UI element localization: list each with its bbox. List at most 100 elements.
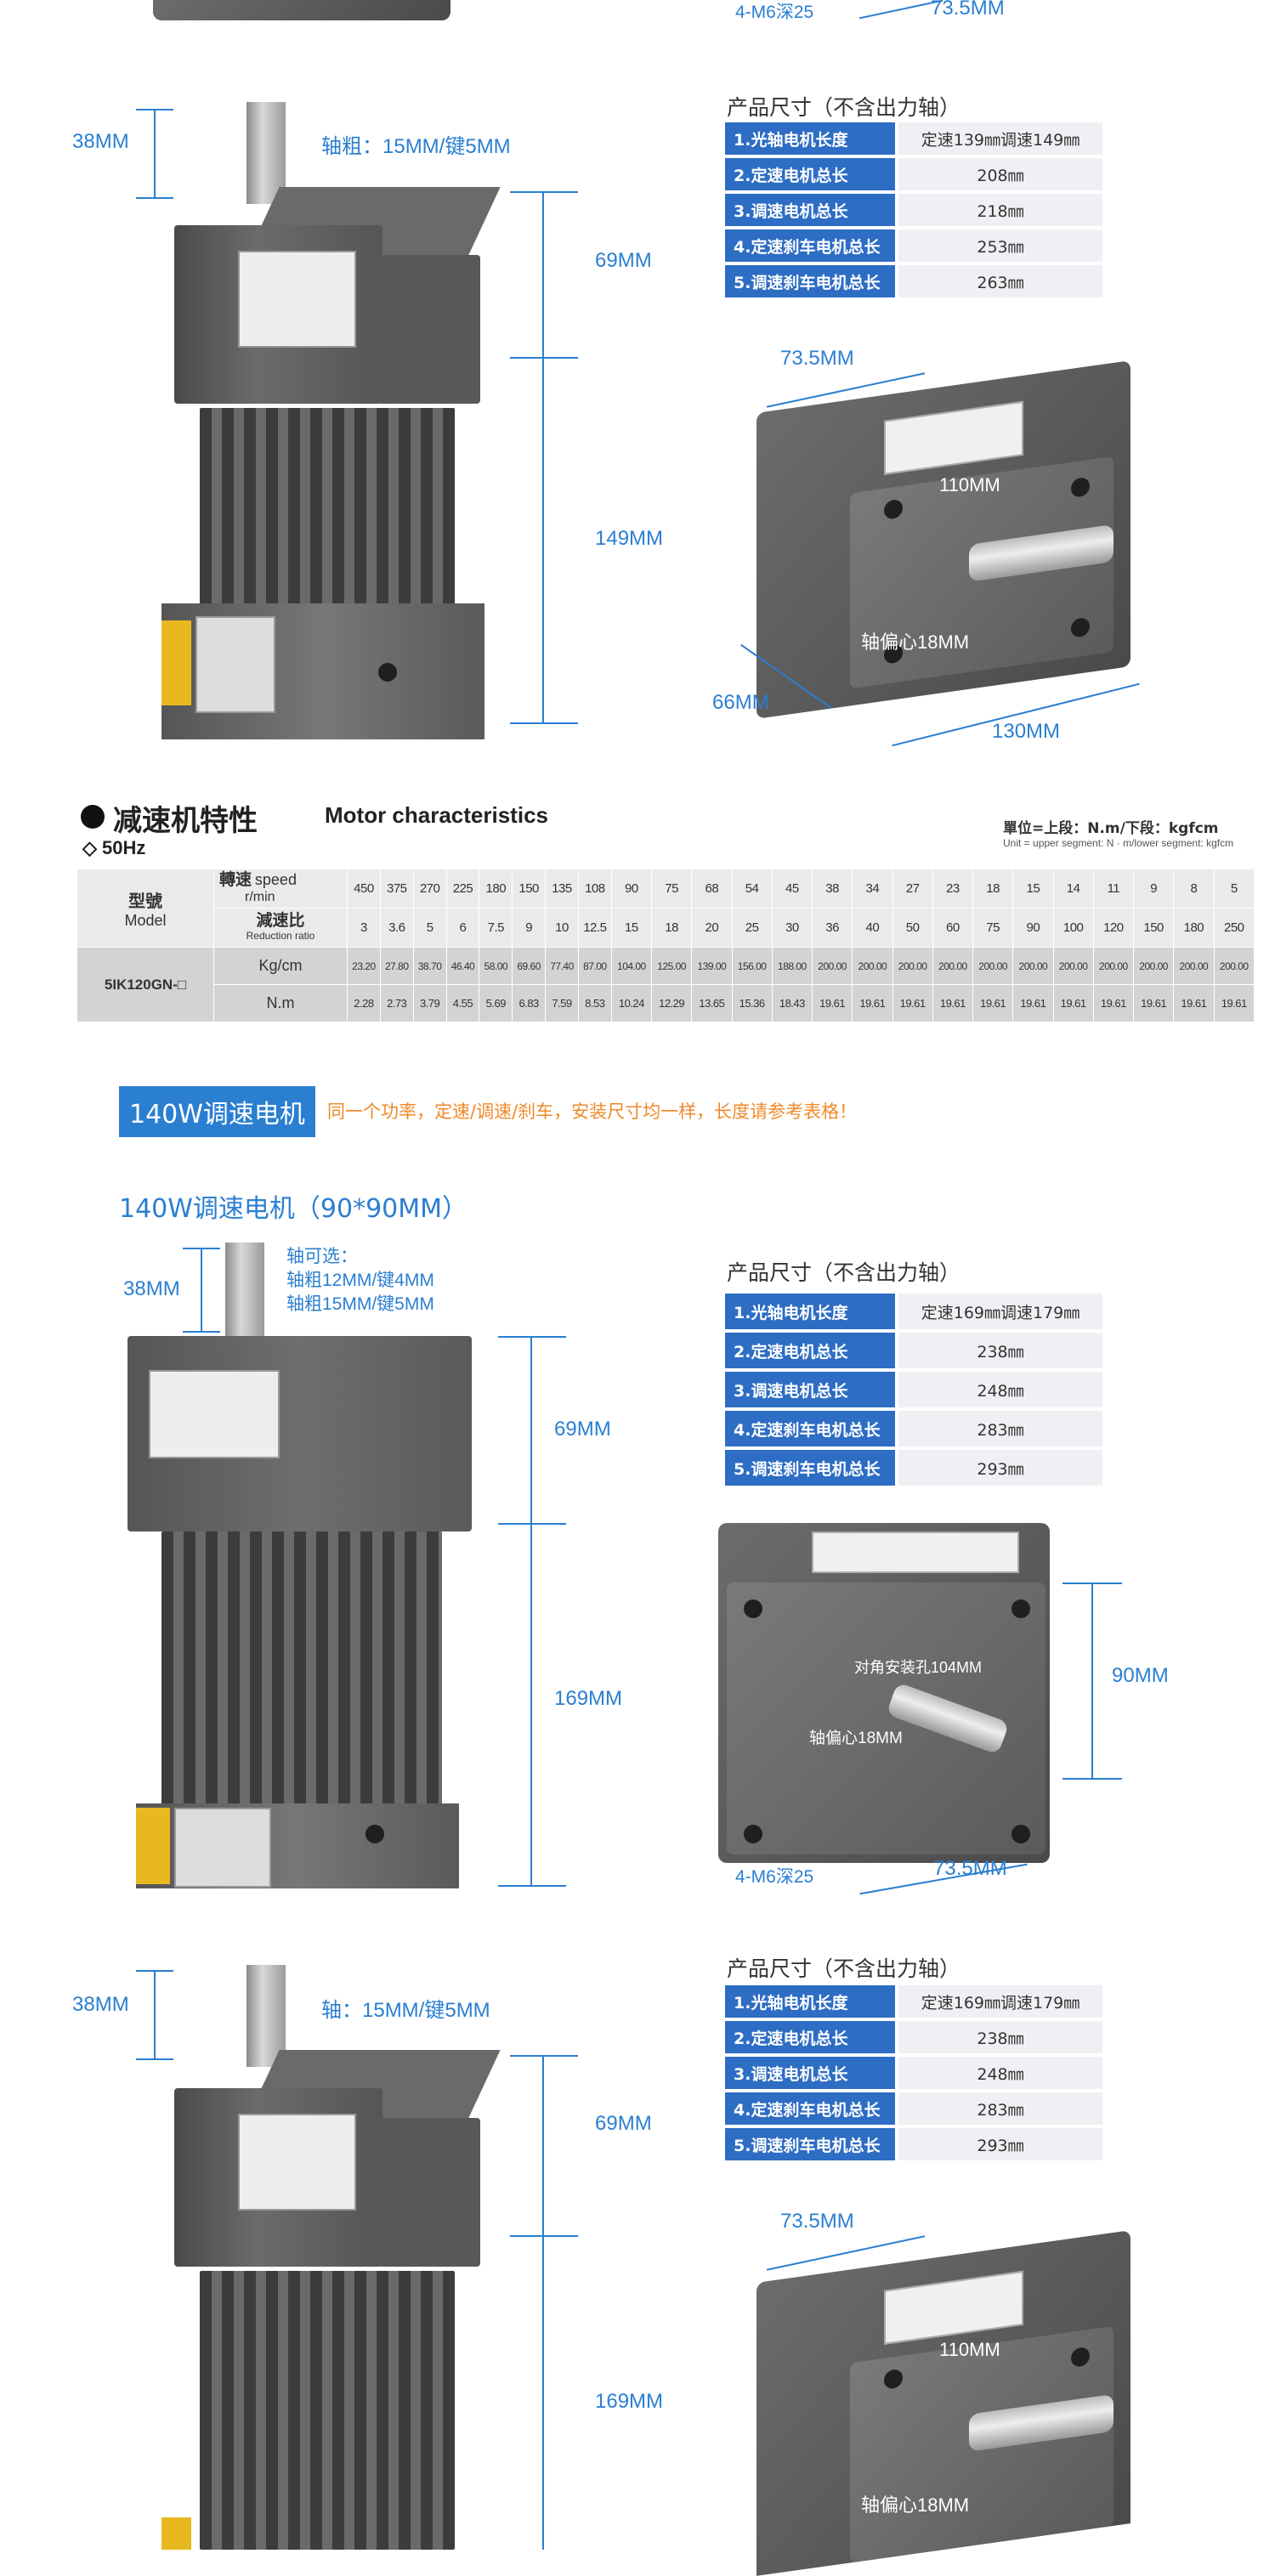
gearhead-side — [378, 255, 480, 404]
spec-key: 4.定速刹车电机总长 — [725, 1411, 895, 1447]
nm-cell: 8.53 — [577, 984, 612, 1022]
spec-value: 283㎜ — [895, 2092, 1102, 2125]
motor-fragment-top — [153, 0, 450, 20]
gearhead-label — [149, 1370, 280, 1458]
spec-value: 248㎜ — [895, 1372, 1102, 1407]
spec-key: 1.光轴电机长度 — [725, 1294, 895, 1329]
char-title-en: Motor characteristics — [325, 802, 548, 828]
ratio-cell: 30 — [771, 908, 813, 948]
ratio-cell: 15 — [610, 908, 653, 948]
spec-key: 5.调速刹车电机总长 — [725, 2128, 895, 2160]
section-badge: 140W调速电机 — [119, 1086, 315, 1137]
ratio-cell: 90 — [1012, 908, 1054, 948]
mount-hole — [744, 1599, 762, 1618]
nm-cell: 19.61 — [852, 984, 893, 1022]
nm-cell: 19.61 — [1213, 984, 1255, 1022]
ratio-cell: 3.6 — [379, 908, 414, 948]
spec-title: 产品尺寸（不含出力轴） — [727, 1956, 961, 1981]
dim-motor-height: 169MM — [554, 1687, 623, 1710]
spec-value: 218㎜ — [895, 194, 1102, 226]
spec-value: 253㎜ — [895, 229, 1102, 262]
dim-tick — [136, 197, 173, 199]
speed-cell: 54 — [731, 869, 773, 909]
unit-sub: Unit = upper segment: N · m/lower segmen… — [1003, 837, 1234, 849]
kgcm-cell: 200.00 — [1173, 947, 1215, 985]
speed-cell: 90 — [610, 869, 653, 909]
dim-tick — [510, 2055, 578, 2057]
ratio-cell: 250 — [1213, 908, 1255, 948]
kgcm-cell: 200.00 — [932, 947, 974, 985]
spec-key: 4.定速刹车电机总长 — [725, 229, 895, 262]
ratio-cell: 40 — [852, 908, 893, 948]
ratio-cell: 120 — [1092, 908, 1135, 948]
kgcm-cell: 200.00 — [1012, 947, 1054, 985]
spec-key: 2.定速电机总长 — [725, 1333, 895, 1368]
speed-label-cn: 轉速 — [219, 871, 252, 890]
speed-cell: 11 — [1092, 869, 1135, 909]
speed-unit: r/min — [245, 890, 275, 905]
motor-nameplate — [162, 620, 191, 705]
ratio-cell: 100 — [1052, 908, 1094, 948]
dim-diag-holes: 对角安装孔104MM — [854, 1659, 983, 1676]
dim-gear-height: 69MM — [595, 249, 652, 272]
spec-value: 263㎜ — [895, 265, 1102, 297]
speed-cell: 135 — [545, 869, 579, 909]
dim-tick — [1062, 1778, 1122, 1780]
gearhead-label — [238, 2114, 356, 2211]
spec-row: 1.光轴电机长度定速139㎜调速149㎜ — [725, 122, 1102, 155]
motor-image-front — [128, 1243, 510, 1888]
nm-cell: 13.65 — [691, 984, 733, 1022]
ratio-cell: 20 — [691, 908, 733, 948]
dim-holes-label: 4-M6深25 — [735, 3, 814, 22]
dim-shaft-option-2: 轴粗15MM/键5MM — [286, 1294, 434, 1314]
spec-value: 238㎜ — [895, 1333, 1102, 1368]
spec-key: 5.调速刹车电机总长 — [725, 265, 895, 297]
dim-tick — [510, 722, 578, 724]
kgcm-cell: 23.20 — [347, 947, 381, 985]
dim-tick — [136, 2058, 173, 2060]
motor-nameplate — [162, 2517, 191, 2550]
ratio-cell: 7.5 — [479, 908, 513, 948]
dim-shaft-option-title: 轴可选： — [286, 1247, 358, 1266]
kgcm-cell: 125.00 — [650, 947, 693, 985]
motor-label — [196, 616, 275, 713]
gearhead-side — [378, 2118, 480, 2267]
ratio-cell: 150 — [1132, 908, 1175, 948]
nm-cell: 3.79 — [412, 984, 447, 1022]
ratio-cell: 36 — [811, 908, 853, 948]
kgcm-cell: 77.40 — [545, 947, 579, 985]
kgcm-cell: 46.40 — [445, 947, 480, 985]
speed-cell: 14 — [1052, 869, 1094, 909]
motor-image-front — [136, 1965, 527, 2550]
nm-cell: 19.61 — [1173, 984, 1215, 1022]
ratio-cell: 75 — [972, 908, 1014, 948]
kgcm-cell: 156.00 — [731, 947, 773, 985]
ratio-cell: 50 — [892, 908, 933, 948]
dim-line — [154, 109, 156, 198]
spec-row: 1.光轴电机长度定速169㎜调速179㎜ — [725, 1294, 1102, 1329]
nm-cell: 19.61 — [1012, 984, 1054, 1022]
kgcm-cell: 200.00 — [1052, 947, 1094, 985]
dim-offset: 轴偏心18MM — [809, 1730, 903, 1747]
kgcm-cell: 58.00 — [479, 947, 513, 985]
dim-tick — [498, 1336, 566, 1338]
speed-cell: 45 — [771, 869, 813, 909]
kgcm-cell: 200.00 — [1213, 947, 1255, 985]
mount-hole — [1012, 1825, 1030, 1843]
model-label-cn: 型號 — [128, 892, 162, 911]
model-header: 型號 Model — [76, 869, 214, 948]
nm-cell: 19.61 — [932, 984, 974, 1022]
kgcm-cell: 87.00 — [577, 947, 612, 985]
speed-cell: 9 — [1132, 869, 1175, 909]
dim-iso-66: 66MM — [712, 691, 769, 714]
dim-shaft-note: 轴：15MM/键5MM — [321, 1999, 490, 2022]
nm-cell: 19.61 — [1132, 984, 1175, 1022]
